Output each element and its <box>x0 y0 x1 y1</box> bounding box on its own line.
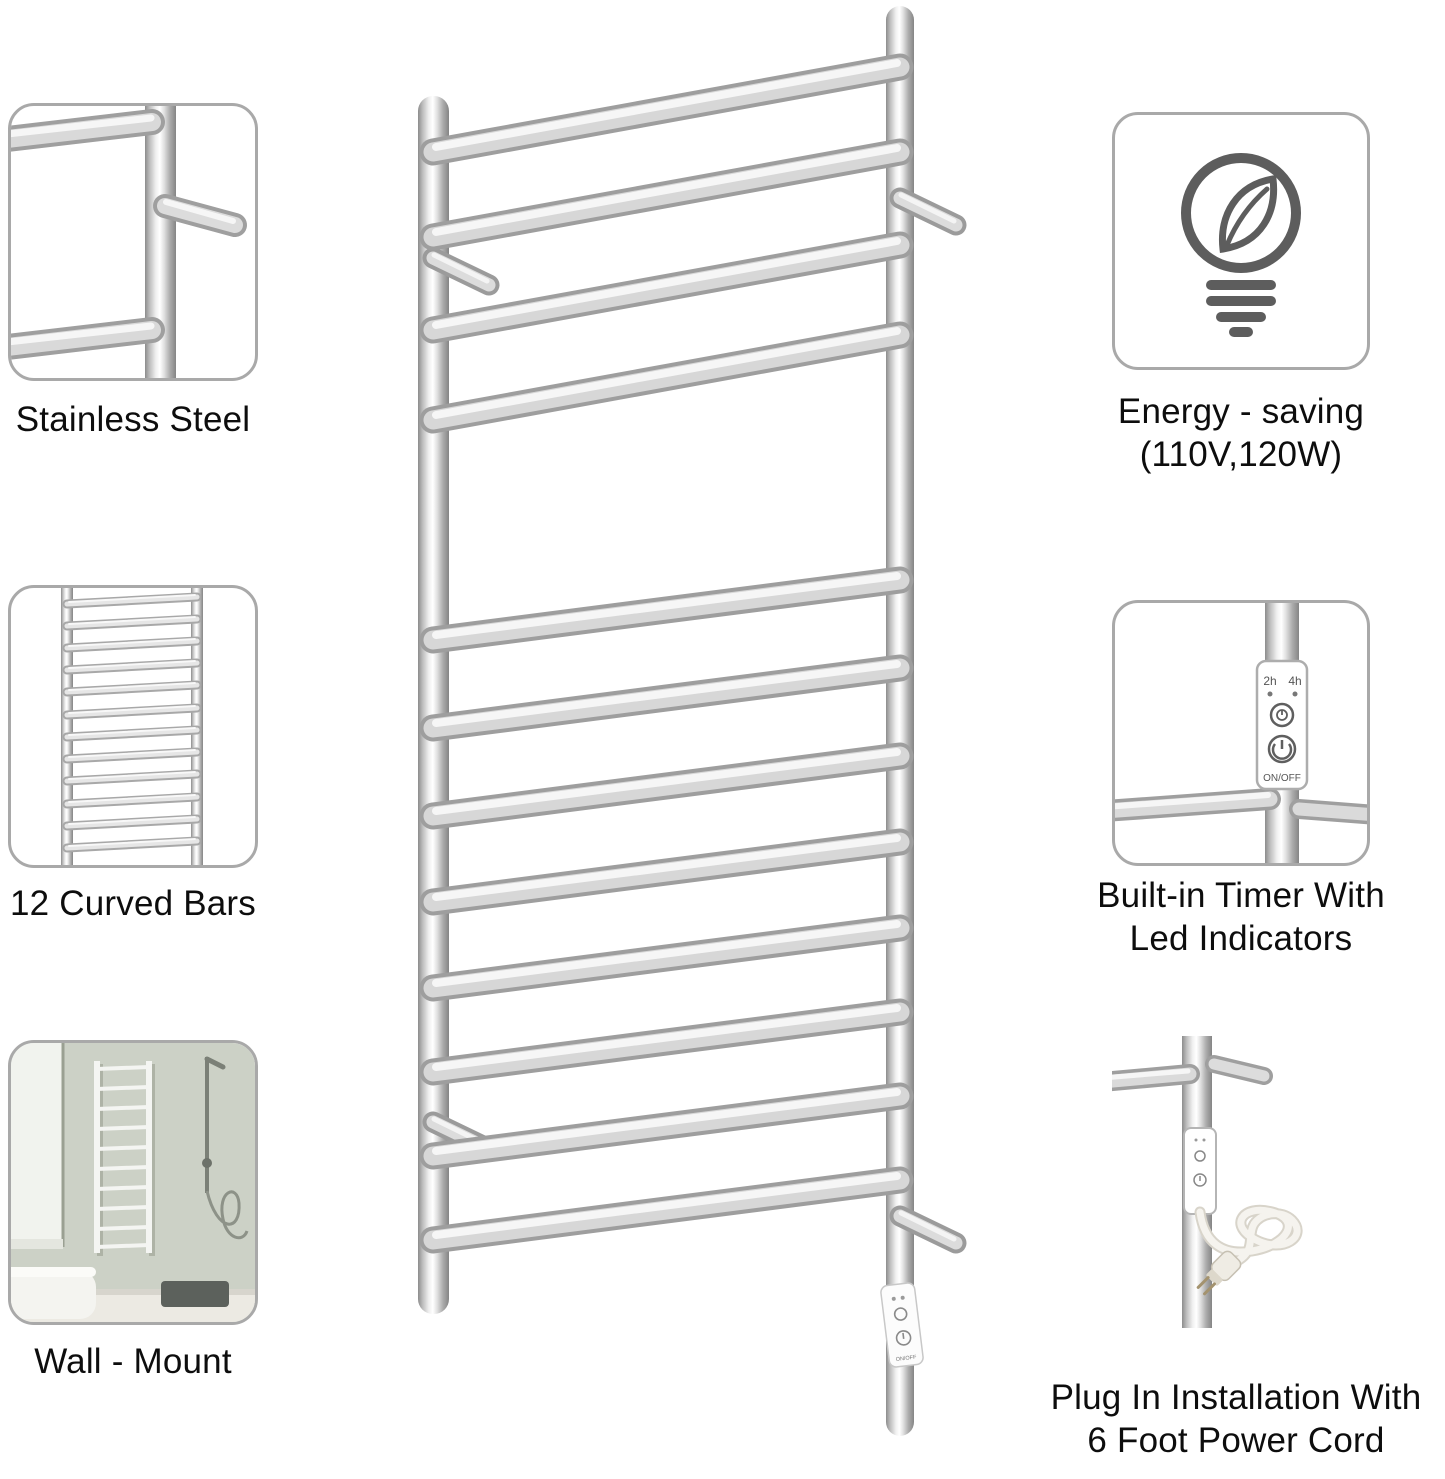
timer-control-panel: 2h 4h ON/OFF <box>1255 659 1309 791</box>
timer-2h-label: 2h <box>1263 674 1276 688</box>
stainless-steel-closeup <box>11 106 247 378</box>
ladder-bars <box>433 63 900 1240</box>
power-button-icon <box>1267 734 1297 764</box>
towel-warmer-illustration: ON/OFF <box>385 0 975 1450</box>
led-dot-4h <box>1292 691 1298 697</box>
top-bar <box>11 109 165 152</box>
plug-in-line2: 6 Foot Power Cord <box>1087 1421 1385 1460</box>
feature-card-curved-bars <box>8 585 258 868</box>
feature-label-built-in-timer: Built-in Timer With Led Indicators <box>1051 874 1431 960</box>
led-dot <box>891 1296 896 1301</box>
curved-bars-closeup <box>61 588 203 865</box>
towel-warmer-on-wall <box>94 1061 152 1253</box>
led-dot <box>900 1295 905 1300</box>
mount-peg <box>153 194 247 237</box>
power-plug-icon <box>1196 1250 1242 1296</box>
dark-towel <box>161 1281 229 1307</box>
bottom-bar <box>11 317 165 360</box>
bars <box>67 595 197 848</box>
feature-card-built-in-timer: 2h 4h ON/OFF <box>1112 600 1370 866</box>
energy-saving-line1: Energy - saving <box>1117 392 1365 431</box>
built-in-timer-line2: Led Indicators <box>1129 919 1353 958</box>
control-panel: ON/OFF <box>880 1282 924 1368</box>
left-bar <box>1115 788 1281 822</box>
energy-saving-line2: (110V,120W) <box>1139 435 1343 474</box>
shower-fixture <box>202 1056 249 1240</box>
onoff-text: ON/OFF <box>895 1354 917 1363</box>
window <box>11 1043 63 1239</box>
mini-control-panel <box>1183 1127 1217 1215</box>
towel-warmer-svg: ON/OFF <box>418 6 975 1436</box>
bathtub <box>11 1271 96 1319</box>
timer-button-icon <box>893 1307 908 1321</box>
timer-panel-closeup: 2h 4h ON/OFF <box>1115 603 1367 863</box>
feature-label-curved-bars: 12 Curved Bars <box>10 884 256 923</box>
bulb-outline <box>1181 153 1301 273</box>
left-rail <box>61 588 73 865</box>
timer-4h-label: 4h <box>1288 674 1301 688</box>
led-dot-2h <box>1267 691 1273 697</box>
leaf <box>1218 174 1278 254</box>
right-rail <box>886 6 914 1436</box>
power-cord-illustration <box>1112 1036 1303 1328</box>
feature-label-stainless-steel: Stainless Steel <box>15 400 251 439</box>
feature-label-plug-in: Plug In Installation With 6 Foot Power C… <box>1026 1376 1445 1462</box>
left-rail <box>418 96 449 1314</box>
timer-button-icon <box>1269 702 1295 728</box>
wall-mount-photo <box>11 1043 255 1322</box>
feature-label-energy-saving: Energy - saving (110V,120W) <box>1076 390 1406 476</box>
feature-image-plug-in <box>1112 1036 1366 1328</box>
feature-card-energy-saving <box>1112 112 1370 370</box>
onoff-label: ON/OFF <box>1263 773 1301 784</box>
mount-peg <box>1205 1055 1273 1085</box>
left-bar <box>1112 1064 1200 1092</box>
feature-label-wall-mount: Wall - Mount <box>34 1342 232 1381</box>
plug-in-line1: Plug In Installation With <box>1050 1378 1422 1417</box>
feature-card-stainless-steel <box>8 103 258 381</box>
power-button-icon <box>895 1330 912 1346</box>
power-cord <box>1194 1204 1303 1272</box>
right-bar-stub <box>1289 799 1367 825</box>
built-in-timer-line1: Built-in Timer With <box>1097 876 1385 915</box>
feature-card-wall-mount <box>8 1040 258 1325</box>
energy-saving-bulb-leaf-icon <box>1181 153 1301 337</box>
